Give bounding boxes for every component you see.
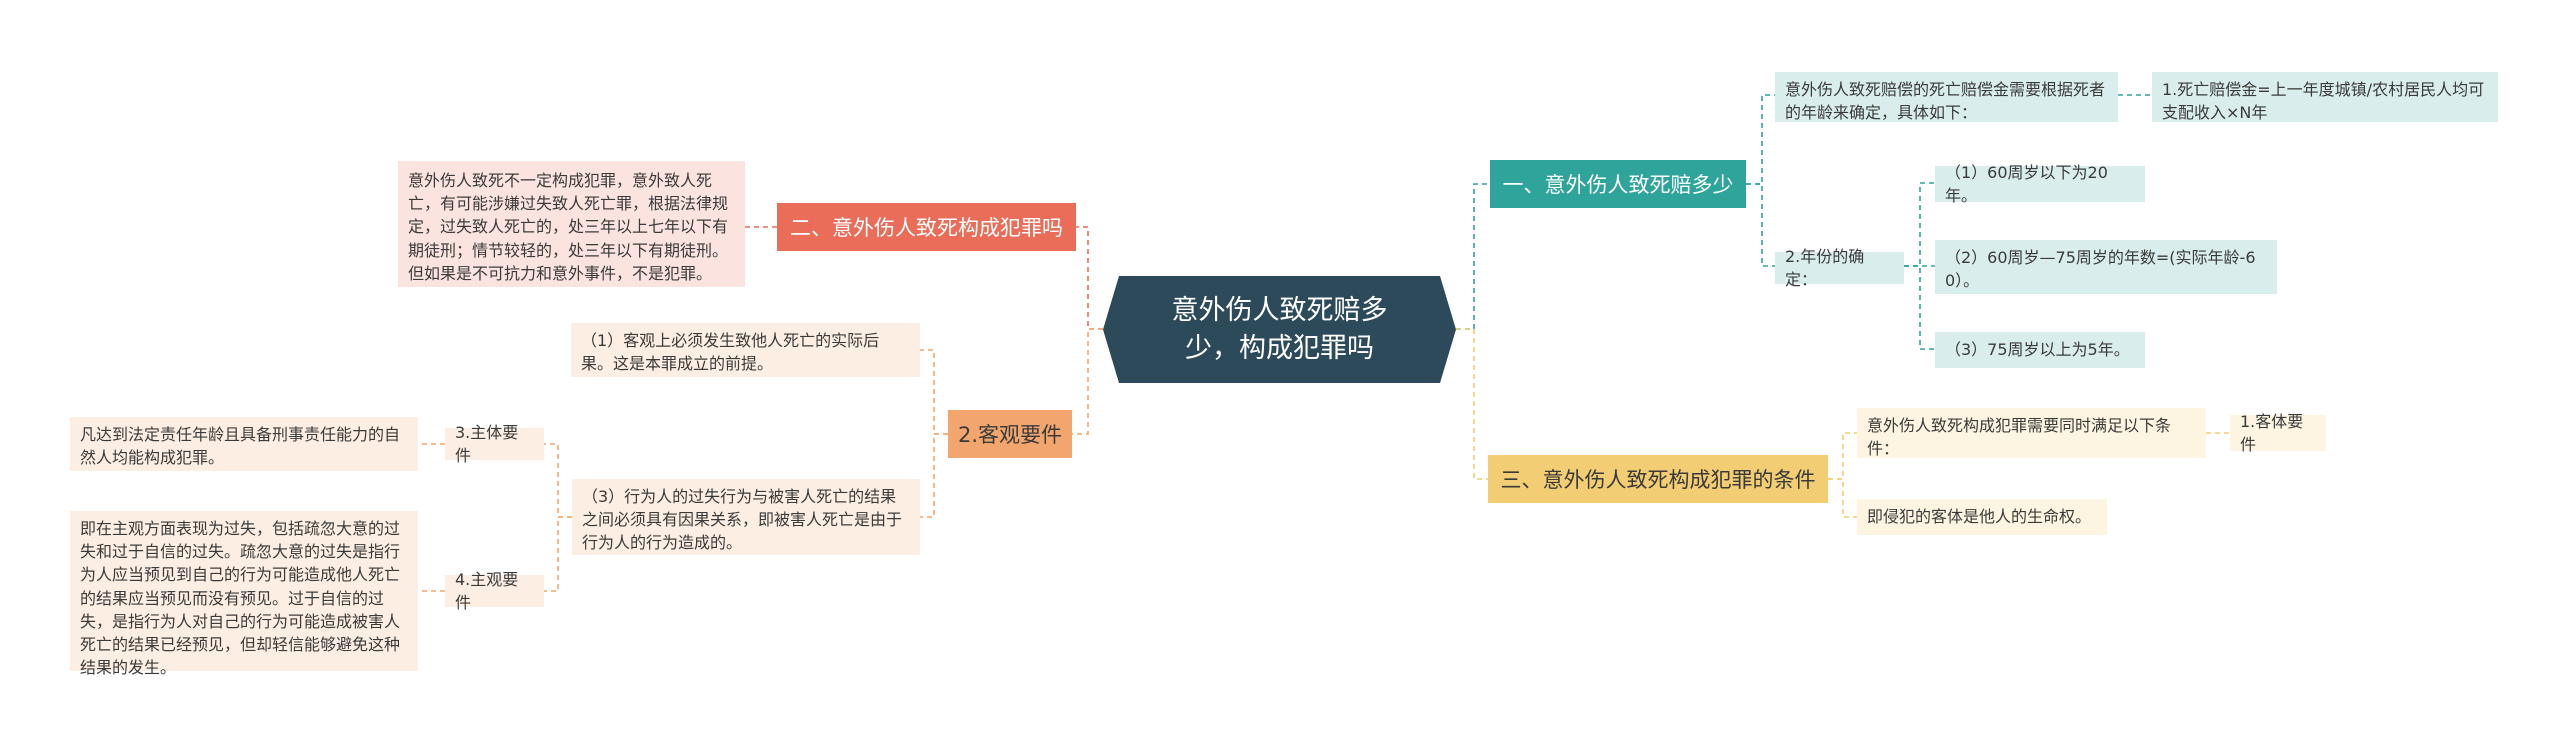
node-compensation-formula[interactable]: 1.死亡赔偿金=上一年度城镇/农村居民人均可支配收入×N年 — [2152, 72, 2498, 122]
node-year-determination[interactable]: 2.年份的确定： — [1775, 247, 1904, 289]
node-text: 1.死亡赔偿金=上一年度城镇/农村居民人均可支配收入×N年 — [2162, 80, 2485, 123]
node-objective-causation[interactable]: （3）行为人的过失行为与被害人死亡的结果之间必须具有因果关系，即被害人死亡是由于… — [572, 479, 920, 555]
node-subject-element[interactable]: 3.主体要件 — [445, 423, 544, 465]
node-objective-result[interactable]: （1）客观上必须发生致他人死亡的实际后果。这是本罪成立的前提。 — [571, 323, 920, 377]
link-b4-sub1 — [544, 443, 572, 518]
node-conditions-intro[interactable]: 意外伤人致死构成犯罪需要同时满足以下条件： — [1857, 408, 2206, 458]
link-b1-child2 — [1746, 183, 1775, 267]
node-text: 凡达到法定责任年龄且具备刑事责任能力的自然人均能构成犯罪。 — [80, 425, 401, 468]
link-b4-child2 — [920, 433, 948, 518]
root-node[interactable]: 意外伤人致死赔多少，构成犯罪吗 — [1103, 276, 1456, 383]
link-b1c2-leaf1 — [1904, 182, 1935, 267]
node-object-life-right[interactable]: 即侵犯的客体是他人的生命权。 — [1857, 499, 2107, 535]
node-text: 意外伤人致死构成犯罪需要同时满足以下条件： — [1867, 416, 2172, 459]
link-b3-child1 — [1828, 432, 1857, 480]
node-text: （3）行为人的过失行为与被害人死亡的结果之间必须具有因果关系，即被害人死亡是由于… — [582, 487, 903, 553]
node-text: 2.年份的确定： — [1785, 246, 1865, 289]
branch-label: 二、意外伤人致死构成犯罪吗 — [790, 216, 1063, 240]
link-root-branch2 — [1076, 226, 1103, 330]
node-year-under-60[interactable]: （1）60周岁以下为20年。 — [1935, 163, 2145, 205]
node-object-element[interactable]: 1.客体要件 — [2230, 412, 2326, 454]
link-b4-sub2 — [544, 516, 572, 592]
branch-label: 2.客观要件 — [957, 423, 1063, 447]
node-text: 意外伤人致死赔偿的死亡赔偿金需要根据死者的年龄来确定，具体如下： — [1785, 80, 2106, 123]
branch-label: 一、意外伤人致死赔多少 — [1502, 173, 1734, 197]
link-b4-child1 — [920, 349, 948, 435]
link-root-branch1 — [1456, 183, 1490, 330]
link-b3-child2 — [1828, 478, 1857, 518]
node-subjective-explanation[interactable]: 即在主观方面表现为过失，包括疏忽大意的过失和过于自信的过失。疏忽大意的过失是指行… — [70, 511, 418, 677]
node-text: （3）75周岁以上为5年。 — [1945, 340, 2130, 360]
branch-objective-element[interactable]: 2.客观要件 — [948, 410, 1072, 458]
link-b1c2-leaf3 — [1904, 265, 1935, 350]
link-root-branch3 — [1456, 328, 1488, 480]
link-root-branch4 — [1072, 328, 1103, 435]
node-text: 即在主观方面表现为过失，包括疏忽大意的过失和过于自信的过失。疏忽大意的过失是指行… — [80, 519, 401, 678]
node-text: （2）60周岁—75周岁的年数=(实际年龄-60）。 — [1945, 248, 2256, 291]
root-title: 意外伤人致死赔多少，构成犯罪吗 — [1171, 294, 1388, 364]
link-b1-child1 — [1746, 94, 1775, 185]
node-text: 4.主观要件 — [455, 569, 519, 612]
node-subjective-element[interactable]: 4.主观要件 — [445, 570, 544, 612]
node-text: 即侵犯的客体是他人的生命权。 — [1867, 507, 2092, 527]
branch-crime-conditions[interactable]: 三、意外伤人致死构成犯罪的条件 — [1488, 455, 1828, 503]
node-year-over-75[interactable]: （3）75周岁以上为5年。 — [1935, 332, 2145, 368]
node-compensation-age-basis[interactable]: 意外伤人致死赔偿的死亡赔偿金需要根据死者的年龄来确定，具体如下： — [1775, 72, 2118, 122]
node-crime-explanation[interactable]: 意外伤人致死不一定构成犯罪，意外致人死亡，有可能涉嫌过失致人死亡罪，根据法律规定… — [398, 161, 745, 287]
node-year-60-to-75[interactable]: （2）60周岁—75周岁的年数=(实际年龄-60）。 — [1935, 240, 2277, 294]
branch-label: 三、意外伤人致死构成犯罪的条件 — [1500, 468, 1816, 492]
branch-death-compensation[interactable]: 一、意外伤人致死赔多少 — [1490, 160, 1746, 208]
node-subject-explanation[interactable]: 凡达到法定责任年龄且具备刑事责任能力的自然人均能构成犯罪。 — [70, 417, 418, 471]
node-text: （1）60周岁以下为20年。 — [1945, 162, 2108, 205]
node-text: （1）客观上必须发生致他人死亡的实际后果。这是本罪成立的前提。 — [581, 331, 880, 374]
node-text: 3.主体要件 — [455, 422, 519, 465]
node-text: 意外伤人致死不一定构成犯罪，意外致人死亡，有可能涉嫌过失致人死亡罪，根据法律规定… — [408, 171, 729, 283]
branch-is-it-crime[interactable]: 二、意外伤人致死构成犯罪吗 — [777, 203, 1076, 251]
node-text: 1.客体要件 — [2240, 411, 2304, 454]
